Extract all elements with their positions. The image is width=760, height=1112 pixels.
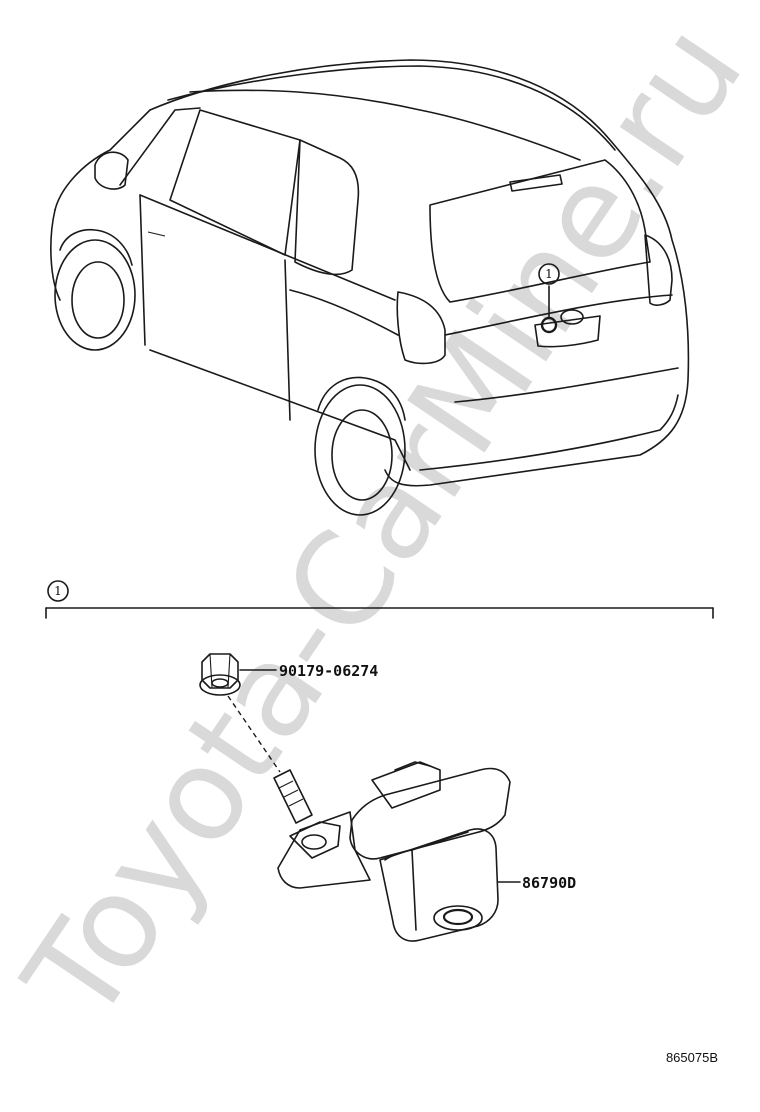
detail-section-header: 1 [45,580,714,619]
callout-number-detail: 1 [54,584,62,598]
bolt-part-number: 90179-06274 [279,662,378,680]
camera-part-number: 86790D [522,874,576,892]
callout-circle-vehicle [538,263,560,285]
watermark: Toyota-CarMine.ru [0,0,760,1048]
bolt-part [199,653,281,773]
callout-circle-detail [47,580,69,602]
callout-number-vehicle: 1 [545,267,553,281]
vehicle-illustration: 1 [50,59,690,516]
camera-part [273,761,521,942]
illustration-id: 865075B [666,1050,718,1065]
